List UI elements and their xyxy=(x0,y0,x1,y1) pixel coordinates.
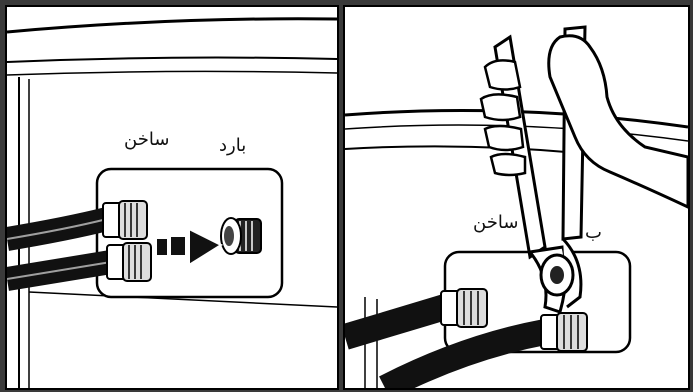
label-hot: ساخن xyxy=(124,129,169,150)
label-cold: بارد xyxy=(219,135,246,156)
connect-hoses-drawing xyxy=(7,7,337,388)
tighten-hoses-drawing xyxy=(345,7,688,388)
hot-hose xyxy=(7,201,147,239)
label-cold-partial: ب xyxy=(585,222,602,243)
label-hot: ساخن xyxy=(473,212,518,233)
cold-inlet-valve xyxy=(221,218,261,254)
step-panel-tighten-hoses: ساخن ب xyxy=(343,5,690,390)
step-panel-connect-hoses: ساخن بارد xyxy=(5,5,339,390)
